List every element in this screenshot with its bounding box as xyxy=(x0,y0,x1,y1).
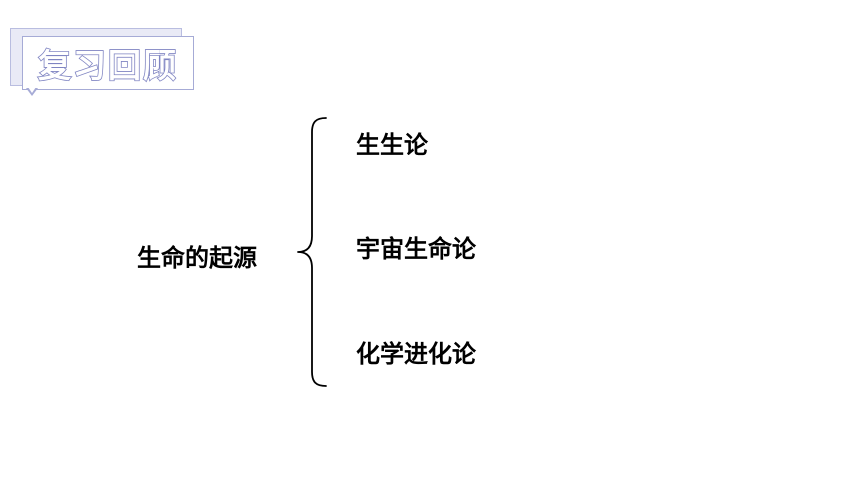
curly-brace xyxy=(297,117,327,387)
badge-pointer-fill xyxy=(28,87,36,93)
branch-label-spontaneous-generation: 生生论 xyxy=(356,131,428,159)
branch-label-panspermia: 宇宙生命论 xyxy=(356,235,476,263)
section-badge: 复习回顾 xyxy=(10,28,194,96)
diagram-root-label: 生命的起源 xyxy=(137,244,257,272)
branch-label-chemical-evolution: 化学进化论 xyxy=(356,340,476,368)
badge-front-panel: 复习回顾 xyxy=(22,36,194,90)
section-title: 复习回顾 xyxy=(37,45,178,86)
